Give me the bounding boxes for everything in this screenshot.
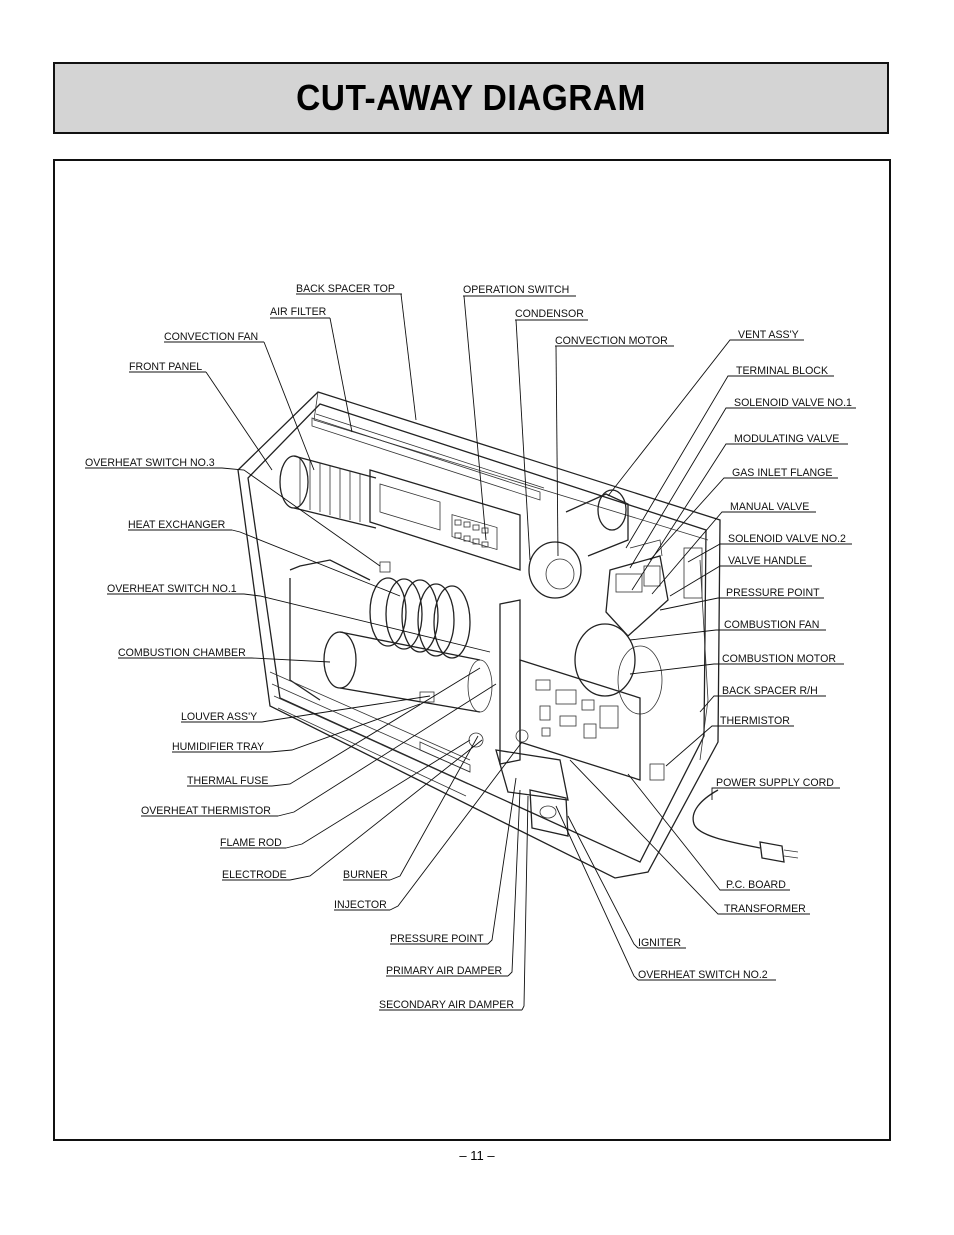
callout-labels: BACK SPACER TOP AIR FILTER CONVECTION FA…	[85, 283, 856, 1011]
label-convection-fan: CONVECTION FAN	[164, 331, 258, 343]
label-overheat-switch-no2: OVERHEAT SWITCH NO.2	[638, 969, 768, 981]
label-combustion-motor: COMBUSTION MOTOR	[722, 653, 836, 665]
label-back-spacer-rh: BACK SPACER R/H	[722, 685, 818, 697]
leader-lines-right	[555, 339, 738, 981]
label-valve-handle: VALVE HANDLE	[728, 555, 807, 567]
label-power-supply-cord: POWER SUPPLY CORD	[716, 777, 834, 789]
label-manual-valve: MANUAL VALVE	[730, 501, 809, 513]
label-primary-air-damper: PRIMARY AIR DAMPER	[386, 965, 503, 977]
leader-lines	[205, 293, 559, 1011]
label-electrode: ELECTRODE	[222, 869, 287, 881]
label-pressure-point-right: PRESSURE POINT	[726, 587, 820, 599]
label-air-filter: AIR FILTER	[270, 306, 327, 318]
label-overheat-switch-no1: OVERHEAT SWITCH NO.1	[107, 583, 237, 595]
label-humidifier-tray: HUMIDIFIER TRAY	[172, 741, 264, 753]
label-vent-assy: VENT ASS'Y	[738, 329, 799, 341]
heater-illustration	[237, 391, 799, 879]
label-pc-board: P.C. BOARD	[726, 879, 786, 891]
label-convection-motor: CONVECTION MOTOR	[555, 335, 668, 347]
label-transformer: TRANSFORMER	[724, 903, 806, 915]
label-burner: BURNER	[343, 869, 388, 881]
label-igniter: IGNITER	[638, 937, 681, 949]
label-flame-rod: FLAME ROD	[220, 837, 282, 849]
label-gas-inlet-flange: GAS INLET FLANGE	[732, 467, 832, 479]
label-overheat-switch-no3: OVERHEAT SWITCH NO.3	[85, 457, 215, 469]
label-pressure-point-bottom: PRESSURE POINT	[390, 933, 484, 945]
diagram-frame	[53, 159, 891, 1141]
label-injector: INJECTOR	[334, 899, 387, 911]
label-condensor: CONDENSOR	[515, 308, 584, 320]
label-modulating-valve: MODULATING VALVE	[734, 433, 839, 445]
label-louver-assy: LOUVER ASS'Y	[181, 711, 257, 723]
label-back-spacer-top: BACK SPACER TOP	[296, 283, 395, 295]
label-front-panel: FRONT PANEL	[129, 361, 202, 373]
label-terminal-block: TERMINAL BLOCK	[736, 365, 828, 377]
label-combustion-chamber: COMBUSTION CHAMBER	[118, 647, 246, 659]
label-solenoid-valve-no2: SOLENOID VALVE NO.2	[728, 533, 846, 545]
label-thermistor: THERMISTOR	[720, 715, 790, 727]
label-solenoid-valve-no1: SOLENOID VALVE NO.1	[734, 397, 852, 409]
label-overheat-thermistor: OVERHEAT THERMISTOR	[141, 805, 271, 817]
page-number: – 11 –	[459, 1148, 495, 1163]
page-title: CUT-AWAY DIAGRAM	[296, 77, 646, 118]
label-secondary-air-damper: SECONDARY AIR DAMPER	[379, 999, 514, 1011]
label-heat-exchanger: HEAT EXCHANGER	[128, 519, 226, 531]
label-combustion-fan: COMBUSTION FAN	[724, 619, 819, 631]
label-operation-switch: OPERATION SWITCH	[463, 284, 569, 296]
label-thermal-fuse: THERMAL FUSE	[187, 775, 268, 787]
title-box: CUT-AWAY DIAGRAM	[53, 62, 889, 134]
